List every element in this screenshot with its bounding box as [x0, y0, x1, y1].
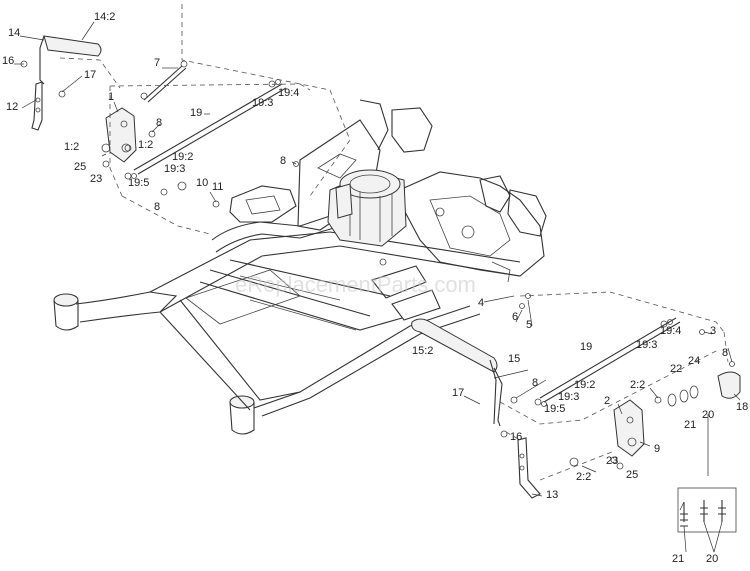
- left-lever-arm: [31, 81, 43, 131]
- callout-19-5: 19:5: [128, 177, 149, 189]
- callout-11: 11: [212, 181, 223, 193]
- callout-2: 2: [604, 395, 610, 407]
- callout-8: 8: [154, 201, 160, 213]
- callout-14: 14: [8, 27, 20, 39]
- callout-19-3: 19:3: [252, 97, 273, 109]
- callout-12: 12: [6, 101, 18, 113]
- watermark: eReplacementParts.com: [235, 272, 476, 297]
- callout-4: 4: [478, 297, 484, 309]
- callout-16: 16: [2, 55, 14, 67]
- callout-14-2: 14:2: [94, 11, 115, 23]
- callout-labels: 14:2 14 16 17 12 7 19 19:4 19:3 1 8 1:2 …: [2, 11, 748, 565]
- callout-2-2: 2:2: [576, 471, 591, 483]
- main-frame: [53, 99, 547, 435]
- callout-8: 8: [280, 155, 286, 167]
- callout-9: 9: [654, 443, 660, 455]
- callout-19-3: 19:3: [164, 163, 185, 175]
- callout-2-2: 2:2: [630, 379, 645, 391]
- callout-16: 16: [510, 431, 522, 443]
- right-bracket: [613, 399, 645, 457]
- callout-23: 23: [90, 173, 102, 185]
- callout-10: 10: [196, 177, 208, 189]
- callout-18: 18: [736, 401, 748, 413]
- callout-19: 19: [190, 107, 202, 119]
- detail-box: [677, 487, 737, 533]
- callout-20: 20: [702, 409, 714, 421]
- right-lever-arm: [517, 437, 541, 499]
- callout-8: 8: [722, 347, 728, 359]
- callout-19-3: 19:3: [636, 339, 657, 351]
- callout-7: 7: [154, 57, 160, 69]
- callout-19-2: 19:2: [574, 379, 595, 391]
- callout-21: 21: [672, 553, 684, 565]
- callout-19-3: 19:3: [558, 391, 579, 403]
- callout-20: 20: [706, 553, 718, 565]
- left-bracket: [105, 107, 137, 163]
- callout-19-5: 19:5: [544, 403, 565, 415]
- callout-1-2: 1:2: [64, 141, 79, 153]
- callout-15: 15: [508, 353, 520, 365]
- callout-8: 8: [156, 117, 162, 129]
- right-control-assembly: [411, 291, 741, 533]
- callout-22: 22: [670, 363, 682, 375]
- callout-15-2: 15:2: [412, 345, 433, 357]
- callout-1: 1: [108, 91, 114, 103]
- callout-24: 24: [688, 355, 700, 367]
- callout-25: 25: [626, 469, 638, 481]
- right-control-rod: [539, 317, 677, 399]
- left-handle: [43, 35, 102, 57]
- callout-19-2: 19:2: [172, 151, 193, 163]
- callout-5: 5: [526, 319, 532, 331]
- callout-8: 8: [532, 377, 538, 389]
- left-control-assembly: [20, 4, 351, 235]
- callout-3: 3: [710, 325, 716, 337]
- callout-17: 17: [84, 69, 96, 81]
- callout-23: 23: [606, 455, 618, 467]
- damper: [143, 65, 183, 101]
- left-control-rod: [133, 83, 283, 171]
- callout-21: 21: [684, 419, 696, 431]
- callout-19: 19: [580, 341, 592, 353]
- right-handle: [411, 318, 498, 373]
- callout-1-2: 1:2: [138, 139, 153, 151]
- callout-13: 13: [546, 489, 558, 501]
- pivot-cam: [717, 371, 741, 399]
- leader-lines: [14, 21, 741, 553]
- callout-19-4: 19:4: [660, 325, 681, 337]
- callout-25: 25: [74, 161, 86, 173]
- callout-6: 6: [512, 311, 518, 323]
- callout-19-4: 19:4: [278, 87, 299, 99]
- callout-17: 17: [452, 387, 464, 399]
